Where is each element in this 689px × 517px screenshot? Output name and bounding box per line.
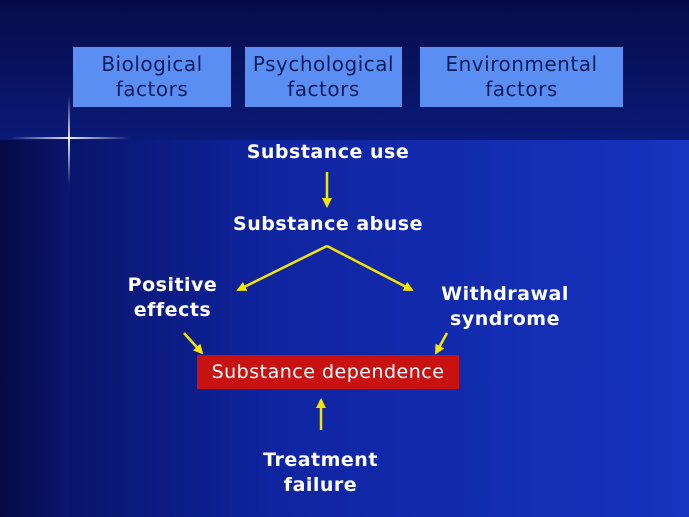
substance-abuse-label: Substance abuse (233, 213, 423, 235)
light-flare-horizontal (10, 137, 130, 139)
arrow-positive-effects-to-dependence (183, 332, 204, 355)
psychological-factors-box: Psychological factors (245, 47, 402, 107)
substance-use-label: Substance use (246, 141, 410, 163)
arrow-withdrawal-to-dependence (434, 332, 449, 355)
background-main (0, 140, 689, 517)
environmental-factors-box: Environmental factors (420, 47, 623, 107)
treatment-failure-label: Treatment failure (263, 449, 378, 496)
withdrawal-syndrome-label: Withdrawal syndrome (441, 283, 569, 330)
arrow-abuse-to-positive-effects (236, 244, 328, 292)
light-flare-vertical (68, 95, 70, 185)
arrow-abuse-to-withdrawal (326, 244, 414, 292)
positive-effects-label: Positive effects (127, 274, 218, 321)
biological-factors-box: Biological factors (73, 47, 231, 107)
substance-dependence-box: Substance dependence (197, 355, 459, 389)
background-left-band (0, 140, 70, 517)
